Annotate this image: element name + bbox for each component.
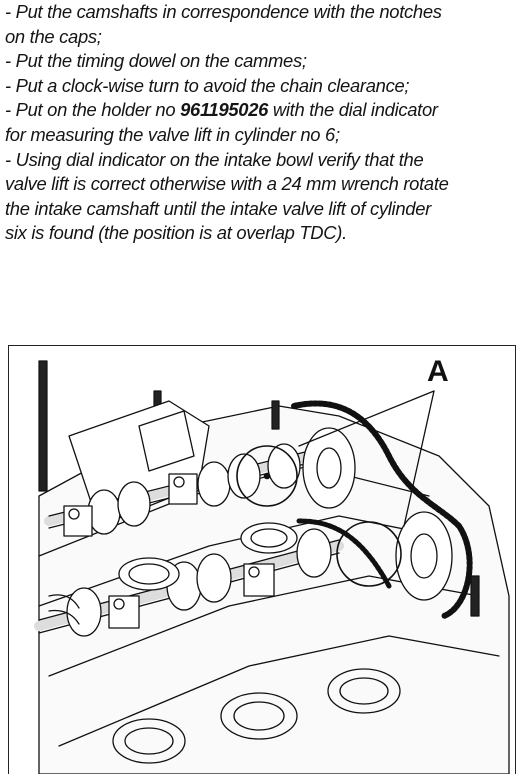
spring-bores	[48, 522, 298, 625]
holder-text-before: - Put on the holder no	[5, 99, 181, 121]
holder-text-after: with the dial indicator	[268, 99, 438, 121]
instruction-line: the intake camshaft until the intake val…	[5, 197, 431, 219]
instruction-line: - Using dial indicator on the intake bow…	[5, 148, 424, 170]
instruction-line: on the caps;	[5, 25, 102, 47]
instruction-line: - Put a clock-wise turn to avoid the cha…	[5, 74, 410, 96]
callout-label-a: A	[427, 355, 449, 388]
instruction-line: six is found (the position is at overlap…	[5, 222, 347, 244]
engine-camshaft-illustration	[8, 345, 516, 774]
intake-camshaft	[34, 528, 344, 637]
instruction-line: for measuring the valve lift in cylinder…	[5, 123, 340, 145]
callout-leaders	[298, 390, 435, 527]
instructions-text: - Put the camshafts in correspondence wi…	[5, 0, 520, 246]
instruction-line: - Put the camshafts in correspondence wi…	[5, 1, 442, 22]
instruction-line: valve lift is correct otherwise with a 2…	[5, 173, 449, 195]
callout-circles	[236, 445, 402, 587]
exhaust-camshaft	[44, 443, 314, 537]
part-number: 961195026	[180, 99, 269, 121]
instruction-line: - Put the timing dowel on the cammes;	[5, 50, 307, 72]
instruction-line-holder: - Put on the holder no 961195026 with th…	[5, 98, 520, 123]
